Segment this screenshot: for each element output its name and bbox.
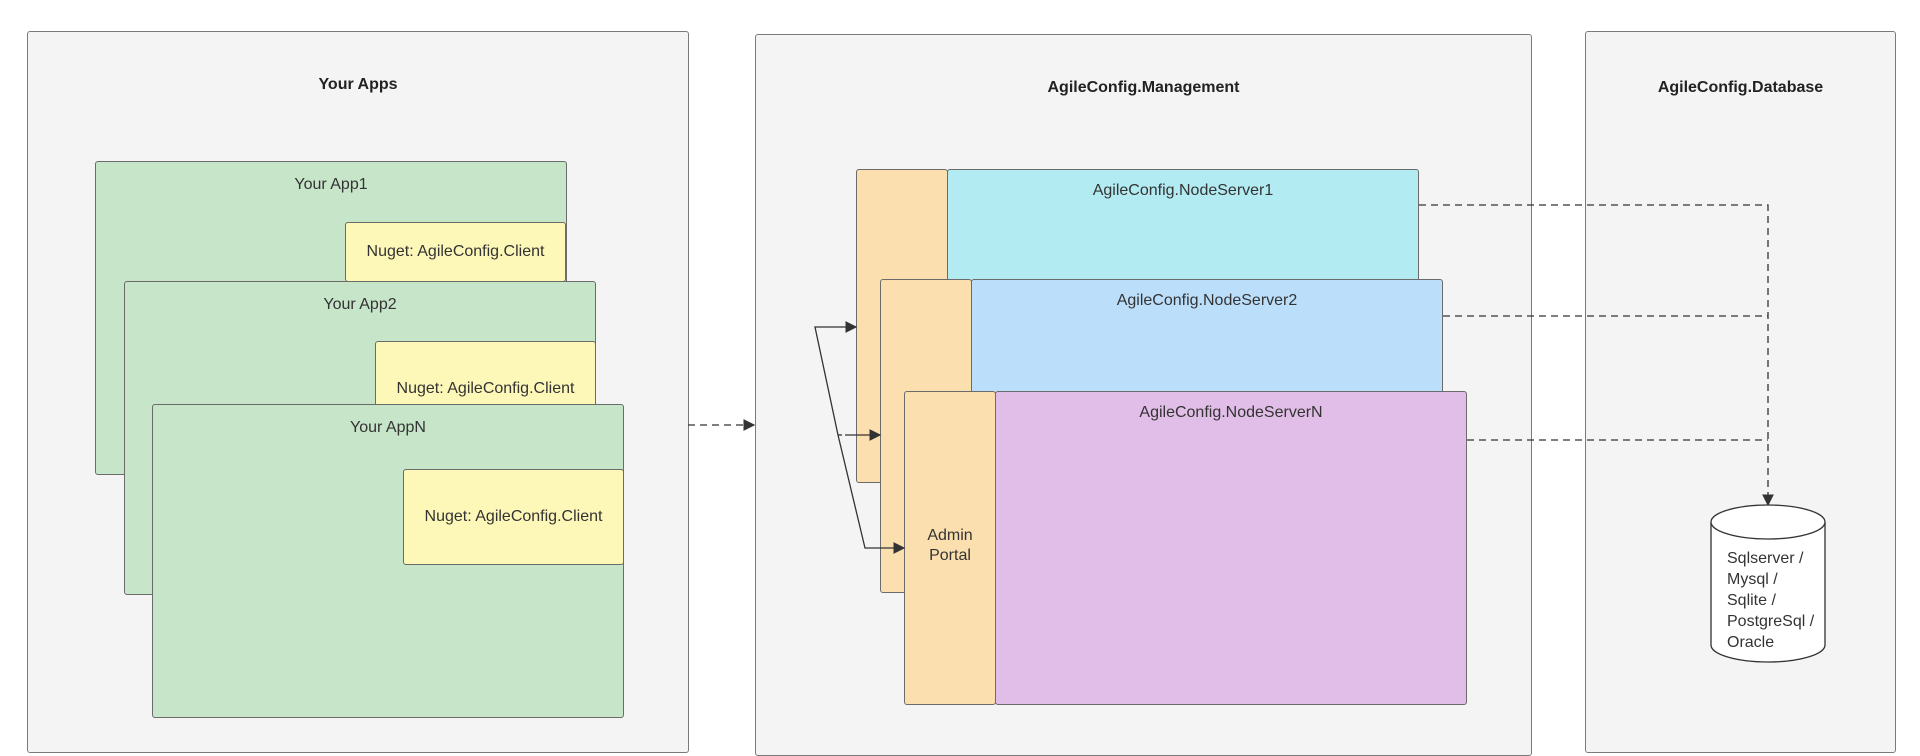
client-label: Nuget: AgileConfig.Client <box>424 508 603 525</box>
client-box-n: Nuget: AgileConfig.Client <box>403 469 624 565</box>
database-engines-label: Sqlserver / Mysql / Sqlite / PostgreSql … <box>1727 550 1815 651</box>
panel-title-your-apps: Your Apps <box>318 76 398 93</box>
panel-title-database: AgileConfig.Database <box>1657 79 1824 96</box>
client-box-1: Nuget: AgileConfig.Client <box>345 222 566 282</box>
node-server-title: AgileConfig.NodeServer1 <box>1092 182 1274 199</box>
app-title: Your AppN <box>350 419 426 436</box>
app-title: Your App1 <box>294 176 368 193</box>
architecture-diagram: Your Apps AgileConfig.Management AgileCo… <box>27 31 1896 756</box>
client-label: Nuget: AgileConfig.Client <box>396 380 575 397</box>
app-title: Your App2 <box>323 296 397 313</box>
node-server-title: AgileConfig.NodeServer2 <box>1116 292 1298 309</box>
node-server-box-n: AgileConfig.NodeServerN <box>995 391 1467 705</box>
client-box-2: Nuget: AgileConfig.Client <box>375 341 596 411</box>
admin-portal-box-n: Admin Portal <box>904 391 996 705</box>
admin-portal-label: Admin Portal <box>927 527 973 564</box>
panel-title-management: AgileConfig.Management <box>1047 79 1240 96</box>
node-server-title: AgileConfig.NodeServerN <box>1139 404 1323 421</box>
client-label: Nuget: AgileConfig.Client <box>366 243 545 260</box>
